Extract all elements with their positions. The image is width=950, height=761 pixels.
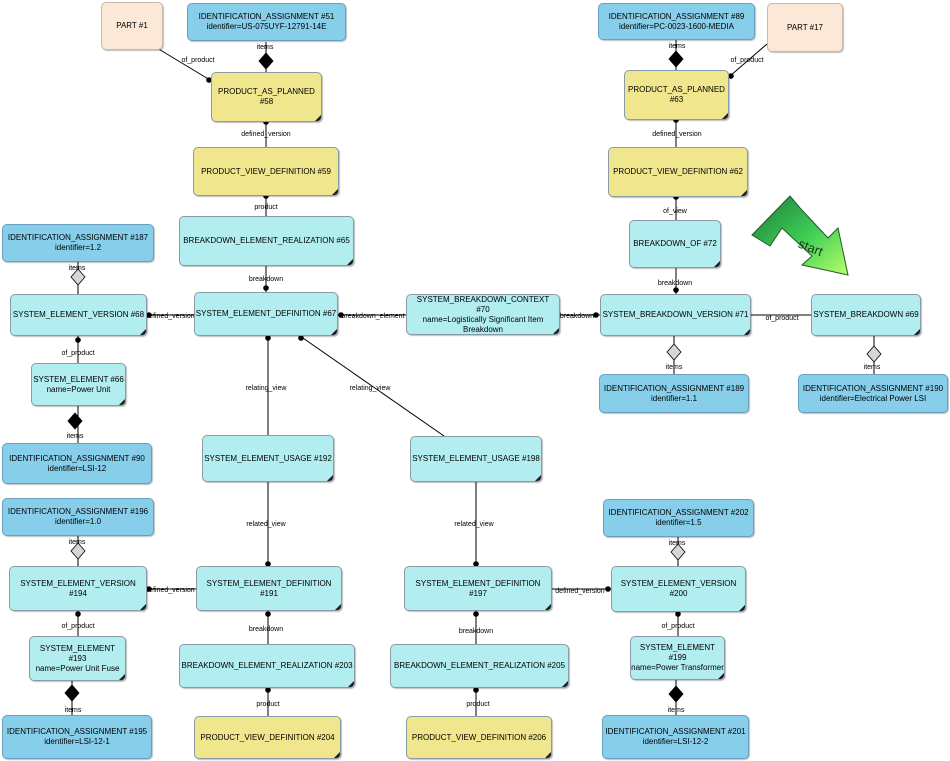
node-system-breakdown-69[interactable]: SYSTEM_BREAKDOWN #69: [811, 294, 921, 336]
edge-label: relating_view: [349, 385, 391, 392]
edge-label: defined_version: [652, 131, 702, 138]
node-breakdown-element-realization-65[interactable]: BREAKDOWN_ELEMENT_REALIZATION #65: [179, 216, 354, 266]
edge-sed67-seu198: [299, 335, 445, 437]
edge-label: of_product: [730, 57, 764, 64]
node-breakdown-element-realization-203[interactable]: BREAKDOWN_ELEMENT_REALIZATION #203: [179, 644, 355, 688]
node-system-element-version-68[interactable]: SYSTEM_ELEMENT_VERSION #68: [10, 294, 147, 336]
edge-label: items: [64, 707, 82, 714]
edge-label: items: [66, 433, 84, 440]
edge-label: breakdown: [248, 276, 284, 283]
edge-label: breakdown: [458, 628, 494, 635]
node-system-element-version-200[interactable]: SYSTEM_ELEMENT_VERSION#200: [611, 566, 746, 612]
node-system-element-usage-192[interactable]: SYSTEM_ELEMENT_USAGE #192: [202, 435, 334, 482]
node-system-breakdown-version-71[interactable]: SYSTEM_BREAKDOWN_VERSION #71: [600, 294, 751, 336]
edge-label: breakdown: [248, 626, 284, 633]
edge-label: of_product: [181, 57, 215, 64]
edge-label: related_view: [246, 521, 286, 528]
node-system-element-definition-191[interactable]: SYSTEM_ELEMENT_DEFINITION#191: [196, 566, 342, 611]
edge-label: product: [466, 701, 490, 708]
node-product-view-definition-59[interactable]: PRODUCT_VIEW_DEFINITION #59: [193, 147, 339, 196]
edge-label: defined_version: [145, 313, 195, 320]
edge-label: items: [668, 43, 686, 50]
edge-label: of_product: [765, 315, 799, 322]
start-arrow-icon: [751, 195, 849, 276]
edge-label: of_view: [663, 208, 687, 215]
edge-label: product: [254, 204, 278, 211]
edge-label: breakdown: [559, 313, 595, 320]
edge-label: related_view: [454, 521, 494, 528]
node-product-as-planned-63[interactable]: PRODUCT_AS_PLANNED#63: [624, 70, 729, 120]
edge-pap58-part1: [151, 44, 211, 81]
node-product-view-definition-204[interactable]: PRODUCT_VIEW_DEFINITION #204: [194, 716, 341, 759]
edge-label: items: [668, 540, 686, 547]
node-system-element-definition-67[interactable]: SYSTEM_ELEMENT_DEFINITION #67: [194, 292, 338, 336]
edge-pap63-part17: [729, 43, 768, 77]
edge-label: defined_version: [555, 588, 605, 595]
edge-label: items: [665, 364, 683, 371]
node-breakdown-of-72[interactable]: BREAKDOWN_OF #72: [629, 220, 721, 268]
edge-label: product: [256, 701, 280, 708]
node-part-17[interactable]: PART #17: [767, 3, 843, 52]
edge-label: of_product: [661, 623, 695, 630]
edge-label: of_product: [61, 350, 95, 357]
connector-lines: [71, 40, 875, 716]
node-product-view-definition-62[interactable]: PRODUCT_VIEW_DEFINITION #62: [608, 147, 748, 197]
node-system-element-definition-197[interactable]: SYSTEM_ELEMENT_DEFINITION#197: [404, 566, 552, 611]
edge-label: items: [256, 44, 274, 51]
node-system-element-version-194[interactable]: SYSTEM_ELEMENT_VERSION#194: [9, 566, 147, 611]
node-product-as-planned-58[interactable]: PRODUCT_AS_PLANNED#58: [211, 72, 322, 122]
edge-label: of_product: [61, 623, 95, 630]
node-breakdown-element-realization-205[interactable]: BREAKDOWN_ELEMENT_REALIZATION #205: [390, 644, 569, 688]
edge-label: items: [68, 265, 86, 272]
edge-label: breakdown: [657, 280, 693, 287]
connector-diamonds: [64, 50, 882, 703]
edge-label: items: [68, 539, 86, 546]
edge-label: breakdown_element: [341, 313, 405, 320]
node-system-element-usage-198[interactable]: SYSTEM_ELEMENT_USAGE #198: [410, 436, 542, 482]
edge-label: items: [667, 707, 685, 714]
edge-label: relating_view: [245, 385, 287, 392]
node-part-1[interactable]: PART #1: [101, 2, 163, 50]
edge-label: defined_version: [241, 131, 291, 138]
edge-label: defined_version: [145, 587, 195, 594]
edge-label: items: [863, 364, 881, 371]
node-product-view-definition-206[interactable]: PRODUCT_VIEW_DEFINITION #206: [406, 716, 552, 759]
